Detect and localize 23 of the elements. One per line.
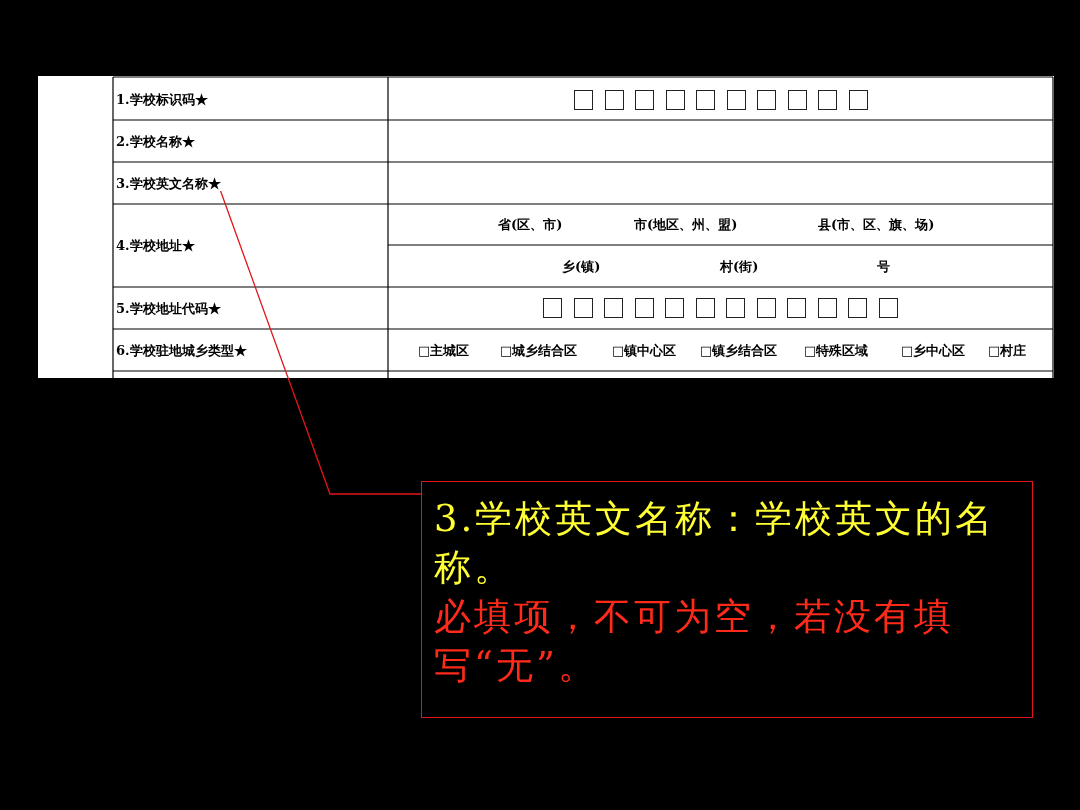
callout-box: [421, 481, 1033, 718]
leader-line: [219, 190, 422, 495]
address-field-label: 乡(镇): [562, 259, 601, 275]
checkbox-option: □村庄: [988, 343, 1027, 359]
field-label: 3.学校英文名称★: [116, 176, 221, 192]
field-label: 2.学校名称★: [116, 134, 195, 150]
checkbox-option: □镇乡结合区: [700, 343, 778, 359]
checkbox-option: □乡中心区: [901, 343, 966, 359]
address-field-label: 市(地区、州、盟): [634, 217, 738, 233]
checkbox-option: □主城区: [418, 343, 470, 359]
field-label: 6.学校驻地城乡类型★: [116, 343, 247, 359]
address-field-label: 省(区、市): [498, 217, 563, 233]
checkbox-option: □特殊区域: [804, 343, 869, 359]
field-label: 1.学校标识码★: [116, 92, 208, 108]
checkbox-option: □镇中心区: [612, 343, 677, 359]
address-field-label: 村(街): [720, 259, 759, 275]
callout-title: 3.学校英文名称：学校英文的名称。: [434, 496, 997, 591]
address-field-label: 号: [877, 259, 890, 275]
callout-note: 必填项，不可为空，若没有填写“无”。: [434, 594, 955, 689]
checkbox-option: □城乡结合区: [500, 343, 578, 359]
field-label: 5.学校地址代码★: [116, 301, 221, 317]
field-label: 4.学校地址★: [116, 238, 195, 254]
address-field-label: 县(市、区、旗、场): [818, 217, 935, 233]
